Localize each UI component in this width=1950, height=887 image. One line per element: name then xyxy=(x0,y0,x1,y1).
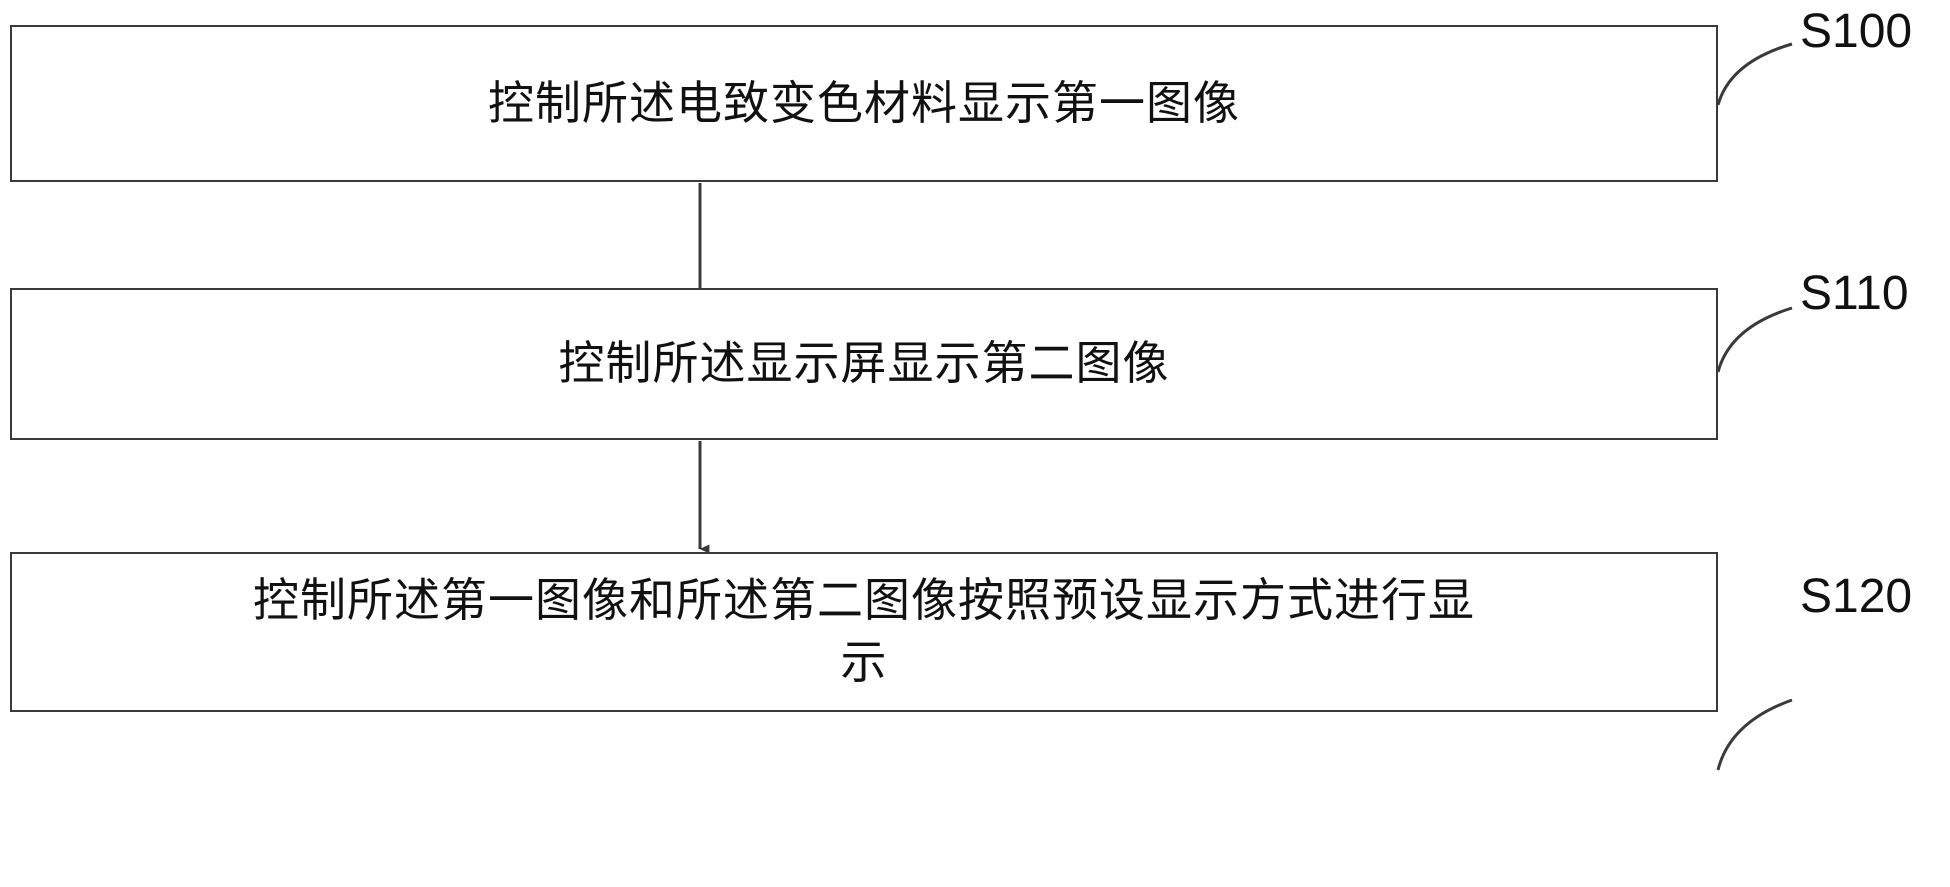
leader-line-s110 xyxy=(1716,306,1793,373)
flow-step-box-s110[interactable]: 控制所述显示屏显示第二图像 xyxy=(10,288,1718,440)
step-tag-s110: S110 xyxy=(1800,267,1909,320)
flow-step-label-s110: 控制所述显示屏显示第二图像 xyxy=(558,338,1170,390)
leader-line-s100 xyxy=(1716,42,1793,106)
flow-step-box-s120[interactable]: 控制所述第一图像和所述第二图像按照预设显示方式进行显 示 xyxy=(10,552,1718,712)
flow-step-label-s100: 控制所述电致变色材料显示第一图像 xyxy=(488,77,1240,129)
step-tag-s120: S120 xyxy=(1800,570,1913,623)
step-tag-s100: S100 xyxy=(1800,5,1913,58)
flow-step-label-s120: 控制所述第一图像和所述第二图像按照预设显示方式进行显 示 xyxy=(253,575,1475,688)
leader-line-s120 xyxy=(1716,698,1793,771)
flow-step-box-s100[interactable]: 控制所述电致变色材料显示第一图像 xyxy=(10,25,1718,182)
